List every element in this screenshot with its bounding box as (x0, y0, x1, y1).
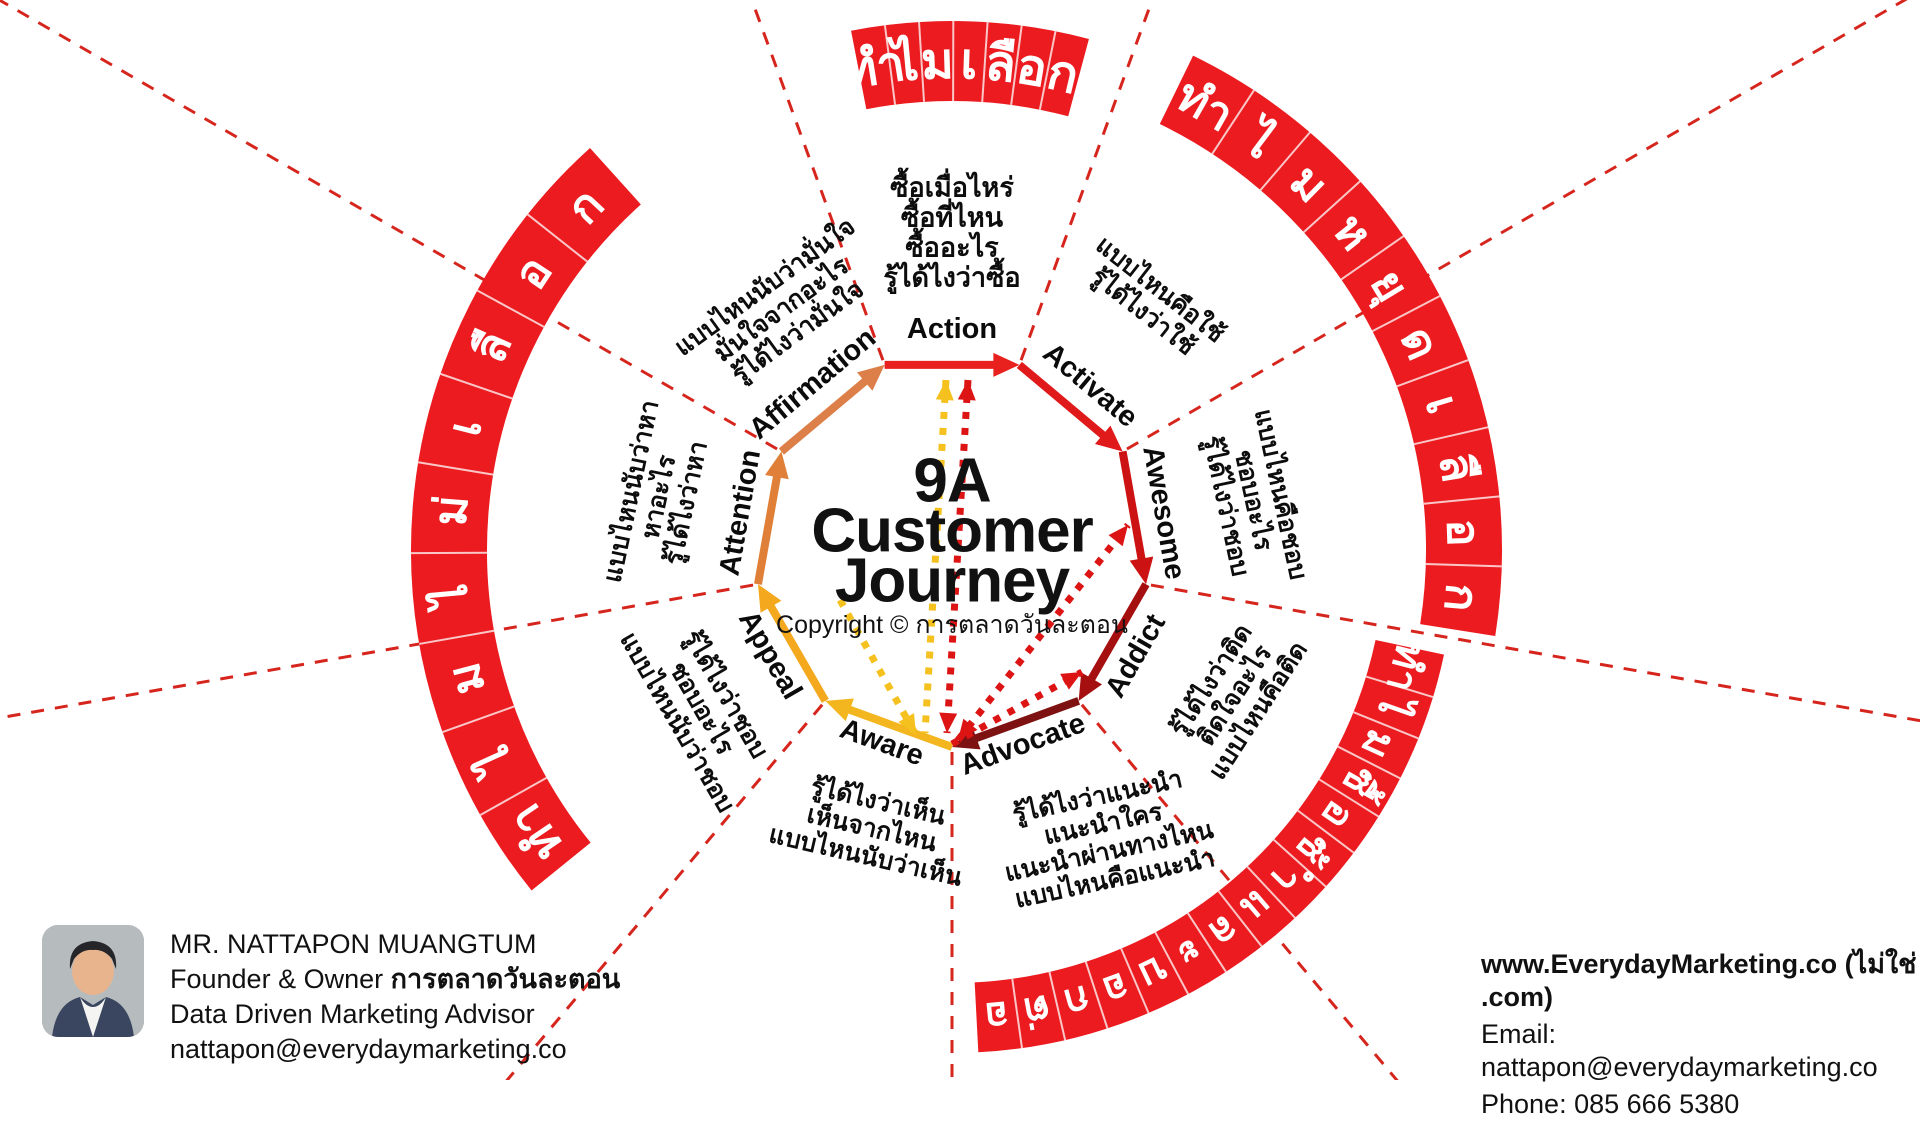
stage-note-text-addict: รู้ได้ไงว่าติดติดใจอะไรแบบไหนคือติด (1155, 605, 1313, 785)
dotted-arrowhead (958, 380, 976, 400)
stage-note-text-aware: รู้ได้ไงว่าเห็นเห็นจากไหนแบบไหนนับว่าเห็… (766, 764, 977, 892)
author-name: MR. NATTAPON MUANGTUM (170, 927, 620, 962)
edge-attention (758, 471, 778, 584)
ring-letter: เ (960, 33, 979, 90)
edge-arrowhead-awesome (1130, 557, 1154, 585)
edge-awesome (1123, 452, 1143, 565)
stage-note-affirmation: แบบไหนนับว่ามั่นใจมั่นใจจากอะไรรู้ได้ไงว… (667, 209, 894, 408)
center-copyright: Copyright © การตลาดวันละตอน (776, 611, 1128, 639)
stage-note-text-attention: แบบไหนนับว่าหาหาอะไรรู้ได้ไงว่าหา (596, 397, 721, 597)
journey-diagram: ทำไมเลือกทำไมหยุดเลือกทำไมซื้อซ้ำและบอกต… (0, 0, 1920, 1080)
author-title: Data Driven Marketing Advisor (170, 997, 620, 1032)
center-title-line: Journey (835, 547, 1071, 616)
sector-dashed-line (1127, 0, 1920, 449)
ring-top: ทำไมเลือก (840, 21, 1085, 110)
stage-note-activate: แบบไหนคือใช้รู้ได้ไงว่าใช้ (1072, 229, 1231, 372)
author-role: Founder & Owner การตลาดวันละตอน (170, 962, 620, 997)
author-email: nattapon@everydaymarketing.co (170, 1032, 620, 1067)
brand-name: การตลาดวันละตอน (391, 964, 621, 994)
journey-diagram-canvas: ทำไมเลือกทำไมหยุดเลือกทำไมซื้อซ้ำและบอกต… (0, 0, 1920, 1080)
stage-note-awesome: แบบไหนคือชอบชอบอะไรรู้ได้ไงว่าชอบ (1192, 406, 1314, 594)
ring-letter: อ (983, 993, 1011, 1039)
stage-note-text-advocate: รู้ได้ไงว่าแนะนำแนะนำใครแนะนำผ่านทางไหนแ… (990, 759, 1221, 915)
ring-letter: ก (1435, 581, 1489, 614)
stage-note-addict: รู้ได้ไงว่าติดติดใจอะไรแบบไหนคือติด (1155, 605, 1313, 785)
person-portrait-icon (42, 925, 144, 1037)
stage-note-text-activate: แบบไหนคือใช้รู้ได้ไงว่าใช้ (1072, 229, 1231, 372)
edge-arrowhead-attention (765, 452, 789, 480)
dotted-arrowhead (1109, 525, 1128, 546)
contact-block: www.EverydayMarketing.co (ไม่ใช่ .com) E… (1481, 948, 1920, 1125)
website-text: www.EverydayMarketing.co (ไม่ใช่ .com) (1481, 948, 1920, 1014)
stage-note-text-action: ซื้อเมื่อไหร่ซื้อที่ไหนซื้ออะไรรู้ได้ไงว… (883, 166, 1020, 294)
edge-arrowhead-action (993, 353, 1019, 377)
author-photo (42, 925, 144, 1037)
stage-note-text-affirmation: แบบไหนนับว่ามั่นใจมั่นใจจากอะไรรู้ได้ไงว… (667, 209, 894, 408)
contact-phone-text: Phone: 085 666 5380 (1481, 1088, 1920, 1121)
ring-letter: อ (1437, 518, 1490, 547)
stage-note-action: ซื้อเมื่อไหร่ซื้อที่ไหนซื้ออะไรรู้ได้ไงว… (883, 166, 1020, 294)
stage-note-advocate: รู้ได้ไงว่าแนะนำแนะนำใครแนะนำผ่านทางไหนแ… (990, 759, 1221, 915)
stage-note-attention: แบบไหนนับว่าหาหาอะไรรู้ได้ไงว่าหา (596, 397, 721, 597)
dotted-arrowhead (936, 380, 954, 400)
contact-email-text: Email: nattapon@everydaymarketing.co (1481, 1018, 1920, 1084)
author-profile: MR. NATTAPON MUANGTUM Founder & Owner กา… (42, 925, 620, 1067)
ring-letter: ม (920, 33, 955, 90)
stage-label-action: Action (907, 313, 997, 345)
dotted-arrowhead (939, 713, 957, 733)
sector-dashed-line (0, 0, 777, 449)
stage-note-aware: รู้ได้ไงว่าเห็นเห็นจากไหนแบบไหนนับว่าเห็… (766, 764, 977, 892)
stage-note-text-awesome: แบบไหนคือชอบชอบอะไรรู้ได้ไงว่าชอบ (1192, 406, 1314, 594)
ring-letter: ม่ (423, 493, 477, 527)
